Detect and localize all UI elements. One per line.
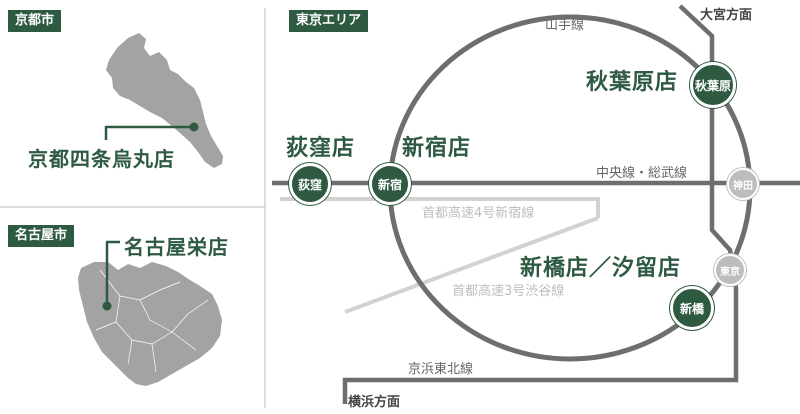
yokohama-direction-label: 横浜方面: [348, 395, 401, 410]
keihin-tohoku-line-label: 京浜東北線: [408, 362, 474, 377]
shuto-3-label: 首都高速3号渋谷線: [452, 284, 565, 299]
tokyo-area-tag: 東京エリア: [289, 10, 369, 32]
nagoya-store-name[interactable]: 名古屋栄店: [124, 235, 229, 259]
shuto-3-highway: [344, 216, 599, 314]
shinbashi-shiodome-store-name[interactable]: 新橋店／汐留店: [520, 256, 682, 281]
nagoya-city-map: [78, 262, 222, 386]
chuo-sobu-line-label: 中央線・総武線: [596, 166, 688, 181]
shinjuku-store-name[interactable]: 新宿店: [402, 136, 472, 161]
kyoto-city-tag: 京都市: [8, 10, 62, 32]
nagoya-pointer: [102, 240, 120, 311]
ogikubo-store-name[interactable]: 荻窪店: [286, 136, 356, 161]
akihabara-station-marker[interactable]: 秋葉原: [690, 62, 736, 108]
shinbashi-station-marker[interactable]: 新橋: [670, 286, 714, 330]
nagoya-city-tag: 名古屋市: [8, 225, 75, 247]
kyoto-store-name[interactable]: 京都四条烏丸店: [28, 147, 175, 171]
yamanote-line-label: 山手線: [545, 18, 585, 33]
tokyo-station-marker: 東京: [714, 254, 746, 286]
kyoto-pointer: [104, 122, 199, 140]
ogikubo-station-marker[interactable]: 荻窪: [289, 163, 331, 205]
kanda-station-marker: 神田: [727, 168, 759, 200]
nagoya-ward-lines: [95, 269, 209, 373]
omiya-direction-label: 大宮方面: [700, 8, 753, 23]
akihabara-store-name[interactable]: 秋葉原店: [586, 70, 679, 95]
kyoto-city-map: [106, 33, 223, 168]
shuto-4-label: 首都高速4号新宿線: [422, 206, 535, 221]
shinjuku-station-marker[interactable]: 新宿: [369, 163, 411, 205]
